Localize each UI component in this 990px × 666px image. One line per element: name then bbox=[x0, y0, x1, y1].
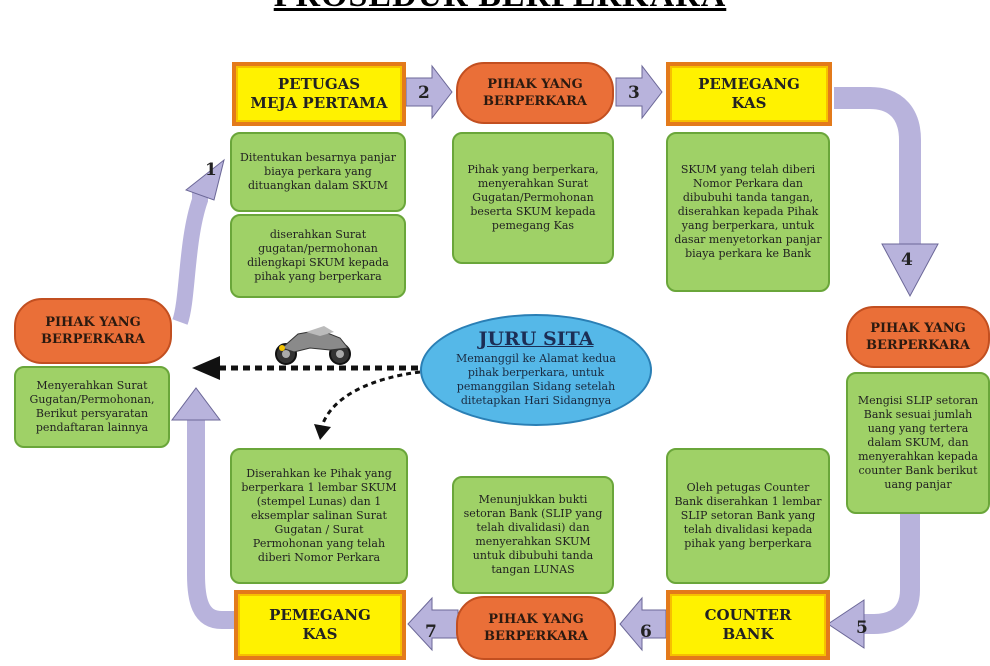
note-meja-pertama-2: diserahkan Surat gugatan/permohonan dile… bbox=[230, 214, 406, 298]
diagram-title: PROSEDUR BERPERKARA bbox=[200, 0, 800, 14]
note-pihak-bottom: Menunjukkan bukti setoran Bank (SLIP yan… bbox=[452, 476, 614, 594]
juru-sita-title: JURU SITA bbox=[478, 328, 594, 350]
note-meja-pertama-1: Ditentukan besarnya panjar biaya perkara… bbox=[230, 132, 406, 212]
arrow-step-4 bbox=[834, 87, 921, 244]
juru-sita-ellipse: JURU SITA Memanggil ke Alamat kedua piha… bbox=[420, 314, 652, 426]
step-number-7: 7 bbox=[425, 622, 437, 642]
note-kas-top: SKUM yang telah diberi Nomor Perkara dan… bbox=[666, 132, 830, 292]
arrow-step-5 bbox=[860, 514, 920, 634]
arrow-step-7 bbox=[407, 596, 459, 652]
node-pihak-berperkara-bottom: PIHAK YANG BERPERKARA bbox=[456, 596, 616, 660]
arrow-step-3 bbox=[615, 64, 663, 120]
note-pihak-left: Menyerahkan Surat Gugatan/Permohonan, Be… bbox=[14, 366, 170, 448]
arrow-return-head bbox=[171, 387, 221, 421]
arrow-step-1-head bbox=[184, 158, 225, 201]
step-number-1: 1 bbox=[205, 160, 217, 180]
dotted-arrow-left-head bbox=[192, 356, 220, 380]
note-counter-bank: Oleh petugas Counter Bank diserahkan 1 l… bbox=[666, 448, 830, 584]
juru-sita-description: Memanggil ke Alamat kedua pihak berperka… bbox=[456, 352, 616, 407]
arrow-return bbox=[187, 420, 234, 629]
node-pihak-berperkara-left: PIHAK YANG BERPERKARA bbox=[14, 298, 172, 364]
arrow-step-2 bbox=[405, 64, 453, 120]
dotted-arrow-down-head bbox=[314, 424, 331, 440]
note-pihak-top: Pihak yang berperkara, menyerahkan Surat… bbox=[452, 132, 614, 264]
step-number-3: 3 bbox=[628, 83, 640, 103]
step-number-2: 2 bbox=[418, 83, 430, 103]
node-pemegang-kas-top: PEMEGANG KAS bbox=[666, 62, 832, 126]
motorcycle-icon bbox=[275, 326, 351, 365]
arrow-step-5-head bbox=[827, 599, 865, 649]
dotted-arrow-down bbox=[320, 370, 421, 427]
arrow-step-6 bbox=[619, 596, 667, 652]
node-pemegang-kas-bottom: PEMEGANG KAS bbox=[234, 590, 406, 660]
arrow-step-1 bbox=[172, 186, 208, 325]
arrow-step-4-head bbox=[881, 243, 939, 298]
node-pihak-berperkara-right: PIHAK YANG BERPERKARA bbox=[846, 306, 990, 368]
step-number-5: 5 bbox=[856, 618, 868, 638]
node-pihak-berperkara-top: PIHAK YANG BERPERKARA bbox=[456, 62, 614, 124]
node-petugas-meja-pertama: PETUGAS MEJA PERTAMA bbox=[232, 62, 406, 126]
note-kas-bottom: Diserahkan ke Pihak yang berperkara 1 le… bbox=[230, 448, 408, 584]
node-counter-bank: COUNTER BANK bbox=[666, 590, 830, 660]
step-number-6: 6 bbox=[640, 622, 652, 642]
note-pihak-right: Mengisi SLIP setoran Bank sesuai jumlah … bbox=[846, 372, 990, 514]
step-number-4: 4 bbox=[901, 250, 913, 270]
